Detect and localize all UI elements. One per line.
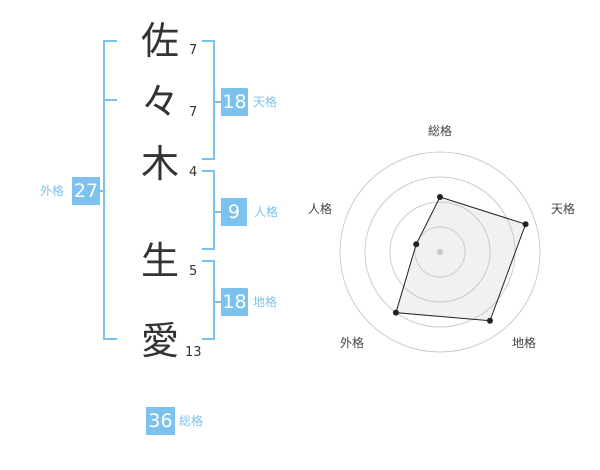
- gaikaku-bracket-mid: [103, 99, 117, 101]
- radar-rings: [339, 151, 541, 353]
- chikaku-bracket-vertical: [213, 260, 215, 340]
- tenkaku-bracket-link: [215, 101, 221, 103]
- gaikaku-bracket-bottom: [103, 338, 117, 340]
- radar-ring: [389, 201, 491, 303]
- radar-area: [395, 196, 527, 322]
- gaikaku-label: 外格: [40, 184, 65, 198]
- radar-ring: [414, 226, 466, 278]
- soukaku-badge: 36: [146, 407, 175, 435]
- gaikaku-bracket-vertical: [103, 40, 105, 340]
- jinkaku-badge: 9: [221, 198, 247, 226]
- stroke-count-3: 4: [189, 165, 198, 180]
- jinkaku-bracket-vertical: [213, 170, 215, 250]
- jinkaku-bracket-top: [202, 170, 215, 172]
- radar-axis-label-tenkaku: 天格: [550, 202, 575, 216]
- gaikaku-bracket-link: [99, 190, 103, 192]
- tenkaku-bracket-vertical: [213, 40, 215, 160]
- radar-point-4: [392, 309, 399, 316]
- name-char-4: 生: [140, 239, 179, 283]
- tenkaku-bracket-top: [202, 40, 215, 42]
- chikaku-bracket-top: [202, 260, 215, 262]
- chikaku-bracket-link: [215, 301, 221, 303]
- chikaku-label: 地格: [253, 295, 278, 309]
- stroke-count-2: 7: [189, 105, 198, 120]
- radar-axis-label-gaikaku: 外格: [339, 336, 364, 350]
- gaikaku-bracket-top: [103, 40, 117, 42]
- tenkaku-label: 天格: [253, 95, 278, 109]
- radar-point-2: [522, 221, 529, 228]
- radar-point-3: [486, 317, 493, 324]
- name-char-1: 佐: [140, 19, 179, 63]
- radar-axis-label-chikaku: 地格: [511, 336, 536, 350]
- radar-axis-label-soukaku: 総格: [427, 124, 452, 138]
- name-char-2: 々: [140, 80, 179, 124]
- stroke-count-5: 13: [185, 345, 202, 360]
- stroke-count-4: 5: [189, 264, 198, 279]
- soukaku-label: 総格: [179, 414, 204, 428]
- gaikaku-badge: 27: [72, 177, 100, 205]
- stroke-count-1: 7: [189, 43, 198, 58]
- name-char-5: 愛: [140, 319, 179, 363]
- tenkaku-badge: 18: [221, 88, 248, 116]
- radar-axis-label-jinkaku: 人格: [307, 202, 332, 216]
- jinkaku-bracket-link: [215, 211, 221, 213]
- radar-point-5: [413, 241, 420, 248]
- name-char-3: 木: [140, 142, 179, 186]
- chikaku-bracket-bottom: [202, 338, 215, 340]
- radar-ring: [339, 151, 541, 353]
- radar-points: [392, 194, 529, 324]
- jinkaku-label: 人格: [254, 205, 279, 219]
- tenkaku-bracket-bottom: [202, 158, 215, 160]
- radar-center: [437, 249, 443, 255]
- radar-point-1: [437, 194, 443, 200]
- chikaku-badge: 18: [221, 288, 248, 316]
- jinkaku-bracket-bottom: [202, 248, 215, 250]
